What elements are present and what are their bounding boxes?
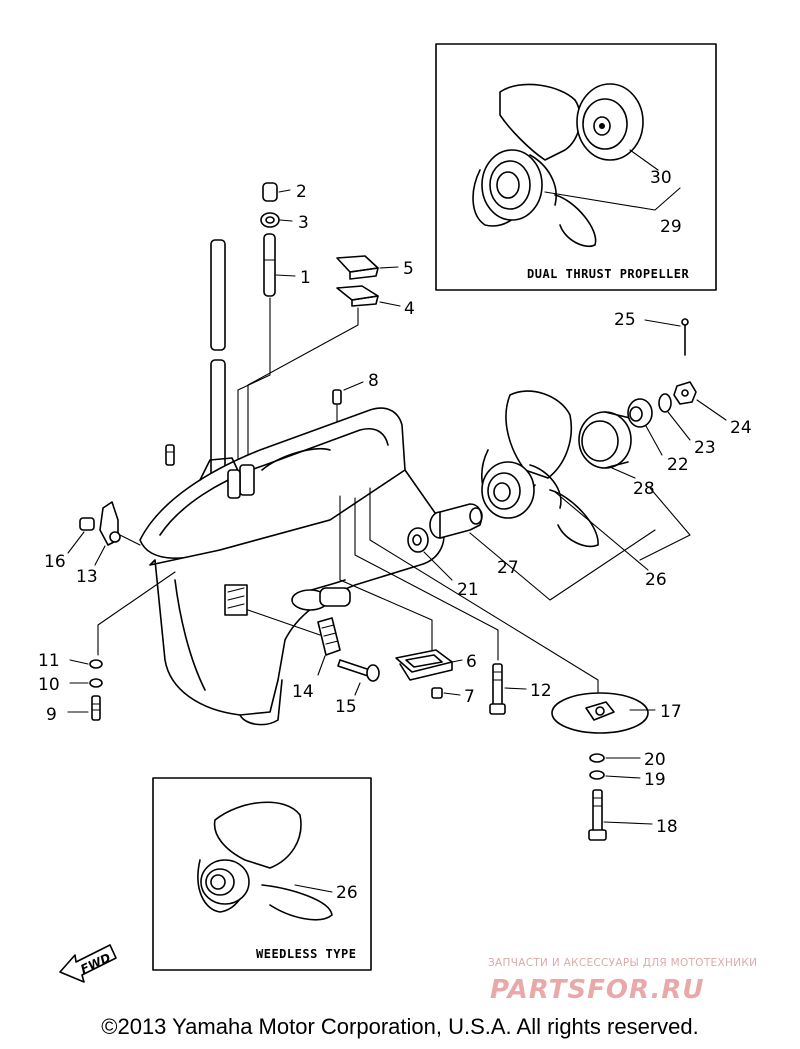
callout-23: 23 <box>694 438 716 458</box>
callout-20: 20 <box>644 750 666 770</box>
nut-24 <box>673 381 697 405</box>
lower-casing <box>139 407 445 726</box>
bolt-12 <box>489 663 506 715</box>
callout-26: 26 <box>645 570 667 590</box>
bolt-7 <box>431 687 443 699</box>
callout-13: 13 <box>76 567 98 587</box>
dual-thrust-inset: 30 29 DUAL THRUST PROPELLER <box>435 43 717 291</box>
callout-12: 12 <box>530 681 552 701</box>
callout-21: 21 <box>457 580 479 600</box>
callout-16: 16 <box>44 552 66 572</box>
grommet-parts <box>336 255 379 307</box>
callout-11: 11 <box>38 651 60 671</box>
watermark: ЗАПЧАСТИ И АКСЕССУАРЫ ДЛЯ МОТОТЕХНИКИ PA… <box>488 957 757 1005</box>
callout-28: 28 <box>633 479 655 499</box>
trim-tab-17 <box>551 692 649 734</box>
plate-6 <box>395 649 453 681</box>
bolt-18-washers <box>588 753 607 841</box>
weedless-inset: 26 WEEDLESS TYPE <box>152 777 372 971</box>
weedless-propeller <box>197 801 333 921</box>
callout-15: 15 <box>335 697 357 717</box>
callout-27: 27 <box>497 558 519 578</box>
cotter-pin-25 <box>681 318 689 356</box>
bolt-9-washers <box>89 659 103 721</box>
callout-24: 24 <box>730 418 752 438</box>
callout-8: 8 <box>368 371 379 391</box>
stud-bolt <box>165 444 175 466</box>
bolt-15 <box>337 659 380 682</box>
anode-14 <box>317 617 341 656</box>
callout-3: 3 <box>298 213 309 233</box>
drive-shaft <box>210 239 226 481</box>
callout-7: 7 <box>464 687 475 707</box>
callout-26-weedless: 26 <box>336 883 358 903</box>
washer-23 <box>658 393 672 413</box>
fwd-arrow-icon: FWD <box>59 944 117 983</box>
callout-30: 30 <box>650 168 672 188</box>
callout-6: 6 <box>466 652 477 672</box>
plug-part-8 <box>332 389 342 405</box>
copyright-notice: ©2013 Yamaha Motor Corporation, U.S.A. A… <box>101 1014 699 1039</box>
callout-2: 2 <box>296 182 307 202</box>
callout-18: 18 <box>656 817 678 837</box>
watermark-tagline: ЗАПЧАСТИ И АКСЕССУАРЫ ДЛЯ МОТОТЕХНИКИ <box>488 957 757 969</box>
dual-thrust-propeller <box>472 83 597 247</box>
callout-5: 5 <box>403 259 414 279</box>
callout-22: 22 <box>667 455 689 475</box>
dual-thrust-label: DUAL THRUST PROPELLER <box>527 267 689 281</box>
main-propeller <box>481 390 599 547</box>
callout-25: 25 <box>614 310 636 330</box>
callout-4: 4 <box>404 299 415 319</box>
callout-1: 1 <box>300 268 311 288</box>
callout-14: 14 <box>292 682 314 702</box>
weedless-label: WEEDLESS TYPE <box>256 947 356 961</box>
callout-17: 17 <box>660 702 682 722</box>
washer-22 <box>627 398 653 428</box>
thrust-washer <box>576 83 644 161</box>
callout-29: 29 <box>660 217 682 237</box>
trim-tab-bracket <box>79 501 121 546</box>
washer-21 <box>407 527 429 553</box>
shift-rod-parts <box>260 182 280 297</box>
callout-19: 19 <box>644 770 666 790</box>
callout-10: 10 <box>38 675 60 695</box>
spacer-27 <box>429 503 483 539</box>
anode-grid <box>224 584 248 616</box>
callout-9: 9 <box>46 705 57 725</box>
watermark-logo: PARTSFOR.RU <box>490 975 704 1005</box>
spacer-28 <box>578 411 632 469</box>
